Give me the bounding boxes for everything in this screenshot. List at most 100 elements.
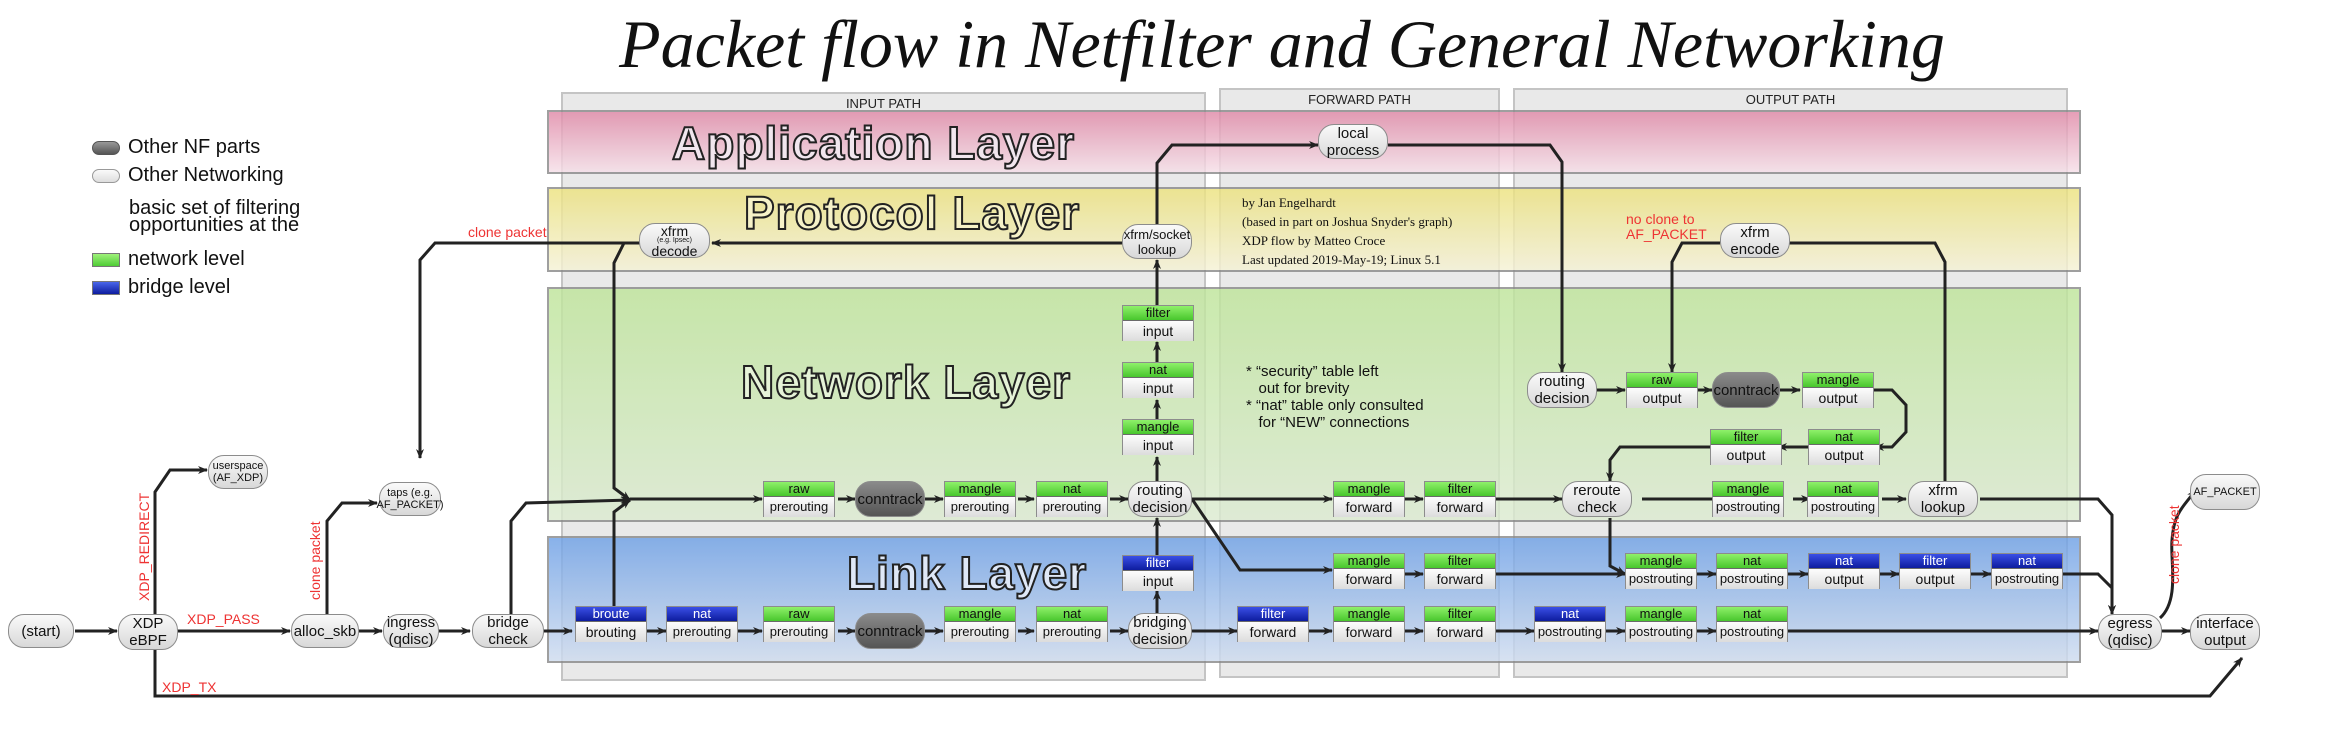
conntrack-node-net[interactable]: conntrack	[855, 481, 925, 517]
conntrack-out-label: conntrack	[1713, 381, 1779, 399]
chain-table-label: mangle	[1334, 482, 1404, 497]
arrow-xfrmenc-raw	[1668, 241, 1720, 373]
legend-network-level-label: network level	[128, 248, 245, 270]
conntrack-link-label: conntrack	[857, 622, 923, 640]
xfrm-lookup-node[interactable]: xfrm lookup	[1908, 481, 1978, 517]
conntrack-node-out[interactable]: conntrack	[1712, 372, 1780, 408]
xdp-ebpf-node[interactable]: XDP eBPF	[118, 614, 178, 650]
chain-table-label: mangle	[945, 607, 1015, 622]
chain-hook-label: prerouting	[945, 622, 1015, 642]
bridging-decision-node[interactable]: bridging decision	[1128, 613, 1192, 649]
taps-af-packet-node[interactable]: taps (e.g. AF_PACKET)	[376, 482, 444, 516]
legend-nf-parts-label: Other NF parts	[128, 136, 261, 158]
interface-output-label: interface output	[2196, 615, 2254, 649]
userspace-label: userspace (AF_XDP)	[212, 460, 264, 484]
chain-table-label: raw	[764, 482, 834, 497]
legend-networking: Other Networking	[92, 164, 284, 187]
xfrm-encode-node[interactable]: xfrm encode	[1720, 223, 1790, 258]
xdp-redirect-label: XDP_REDIRECT	[136, 492, 152, 601]
chain-hook-label: postrouting	[1626, 622, 1696, 642]
chain-table-label: nat	[1809, 430, 1879, 445]
routing-decision-out-label: routing decision	[1534, 373, 1590, 407]
arrow-broute-up	[612, 498, 631, 606]
xfrm-decode-node[interactable]: xfrm (e.g. Ipsec) decode	[639, 223, 710, 258]
ingress-label: ingress (qdisc)	[386, 614, 436, 648]
egress-label: egress (qdisc)	[2107, 615, 2153, 649]
chain-hook-label: output	[1627, 388, 1697, 408]
alloc-skb-node[interactable]: alloc_skb	[291, 614, 359, 648]
bridge-check-node[interactable]: bridge check	[472, 614, 544, 648]
bridge-check-label: bridge check	[487, 614, 529, 648]
arrow-clone-taps	[416, 241, 640, 459]
legend-bridge-level-label: bridge level	[128, 276, 231, 298]
xfrm-socket-lookup-node[interactable]: xfrm/socket lookup	[1122, 224, 1192, 259]
bridging-decision-label: bridging decision	[1132, 614, 1188, 648]
chain-hook-label: input	[1123, 435, 1193, 455]
af-packet-label: AF_PACKET	[2193, 486, 2257, 498]
routing-decision-output-node[interactable]: routing decision	[1527, 372, 1597, 408]
userspace-af-xdp-node[interactable]: userspace (AF_XDP)	[208, 455, 268, 489]
output-path-label: OUTPUT PATH	[1745, 92, 1836, 107]
ingress-qdisc-node[interactable]: ingress (qdisc)	[383, 614, 439, 648]
chain-table-label: nat	[1992, 554, 2062, 569]
chain-table-label: mangle	[1123, 420, 1193, 435]
networking-swatch	[92, 168, 120, 183]
legend-basic-line1: basic set of filtering	[129, 197, 301, 219]
xfrm-encode-label: xfrm encode	[1730, 223, 1780, 258]
chain-hook-label: forward	[1425, 497, 1495, 517]
routing-decision-input-node[interactable]: routing decision	[1128, 481, 1192, 517]
chain-table-label: nat	[1808, 482, 1878, 497]
af-packet-node[interactable]: AF_PACKET	[2190, 474, 2260, 510]
chain-hook-label: prerouting	[764, 497, 834, 517]
reroute-check-node[interactable]: reroute check	[1562, 481, 1632, 517]
conntrack-node-link[interactable]: conntrack	[855, 613, 925, 649]
arrow-xfrmlookup-egress	[1980, 497, 2116, 615]
local-process-node[interactable]: local process	[1318, 124, 1388, 159]
protocol-layer-band	[547, 187, 2081, 272]
arrow-egress-afpacket	[2158, 489, 2198, 620]
chain-table-label: nat	[1717, 554, 1787, 569]
link-layer-title: Link Layer	[846, 546, 1088, 600]
start-node[interactable]: (start)	[8, 614, 74, 648]
network-level-swatch	[92, 252, 120, 267]
chain-hook-label: output	[1809, 569, 1879, 589]
egress-qdisc-node[interactable]: egress (qdisc)	[2098, 614, 2162, 650]
interface-output-node[interactable]: interface output	[2190, 614, 2260, 650]
nf-parts-swatch	[92, 140, 120, 155]
chain-hook-label: prerouting	[1037, 622, 1107, 642]
